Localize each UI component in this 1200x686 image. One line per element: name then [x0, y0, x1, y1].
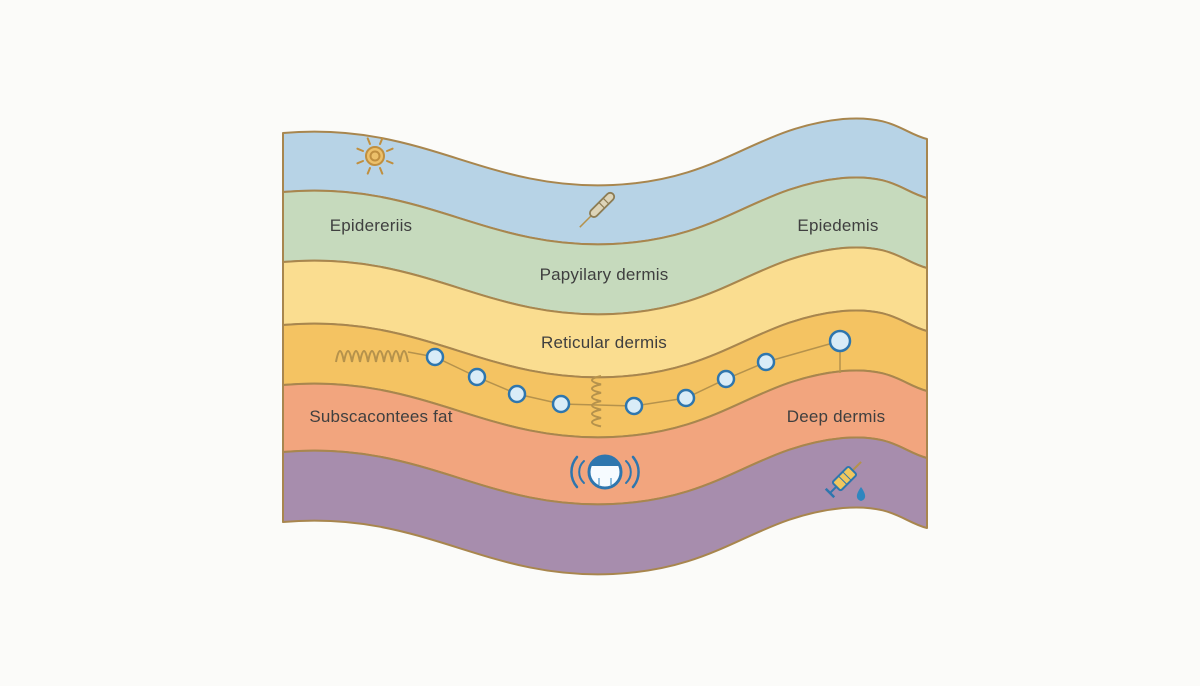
vertical-coil-icon: [591, 375, 602, 428]
bead: [425, 347, 445, 367]
bead: [756, 352, 776, 372]
syringe-icon: [824, 461, 862, 499]
layer-deep-dermis: [282, 436, 928, 576]
droplet-icon: [856, 487, 866, 501]
bead: [624, 396, 644, 416]
dermapen-icon: [579, 191, 616, 228]
bead: [507, 384, 527, 404]
bead: [467, 367, 487, 387]
bead: [551, 394, 571, 414]
bead: [716, 369, 736, 389]
coil-icon: [335, 350, 409, 363]
bead-chain-icon: [425, 329, 852, 416]
sun-icon: [356, 137, 394, 175]
bead-chain-line: [407, 340, 841, 407]
ultrasound-icon: [570, 454, 640, 490]
bead-large: [828, 329, 852, 353]
bead: [676, 388, 696, 408]
diagram-icons: [335, 137, 866, 501]
